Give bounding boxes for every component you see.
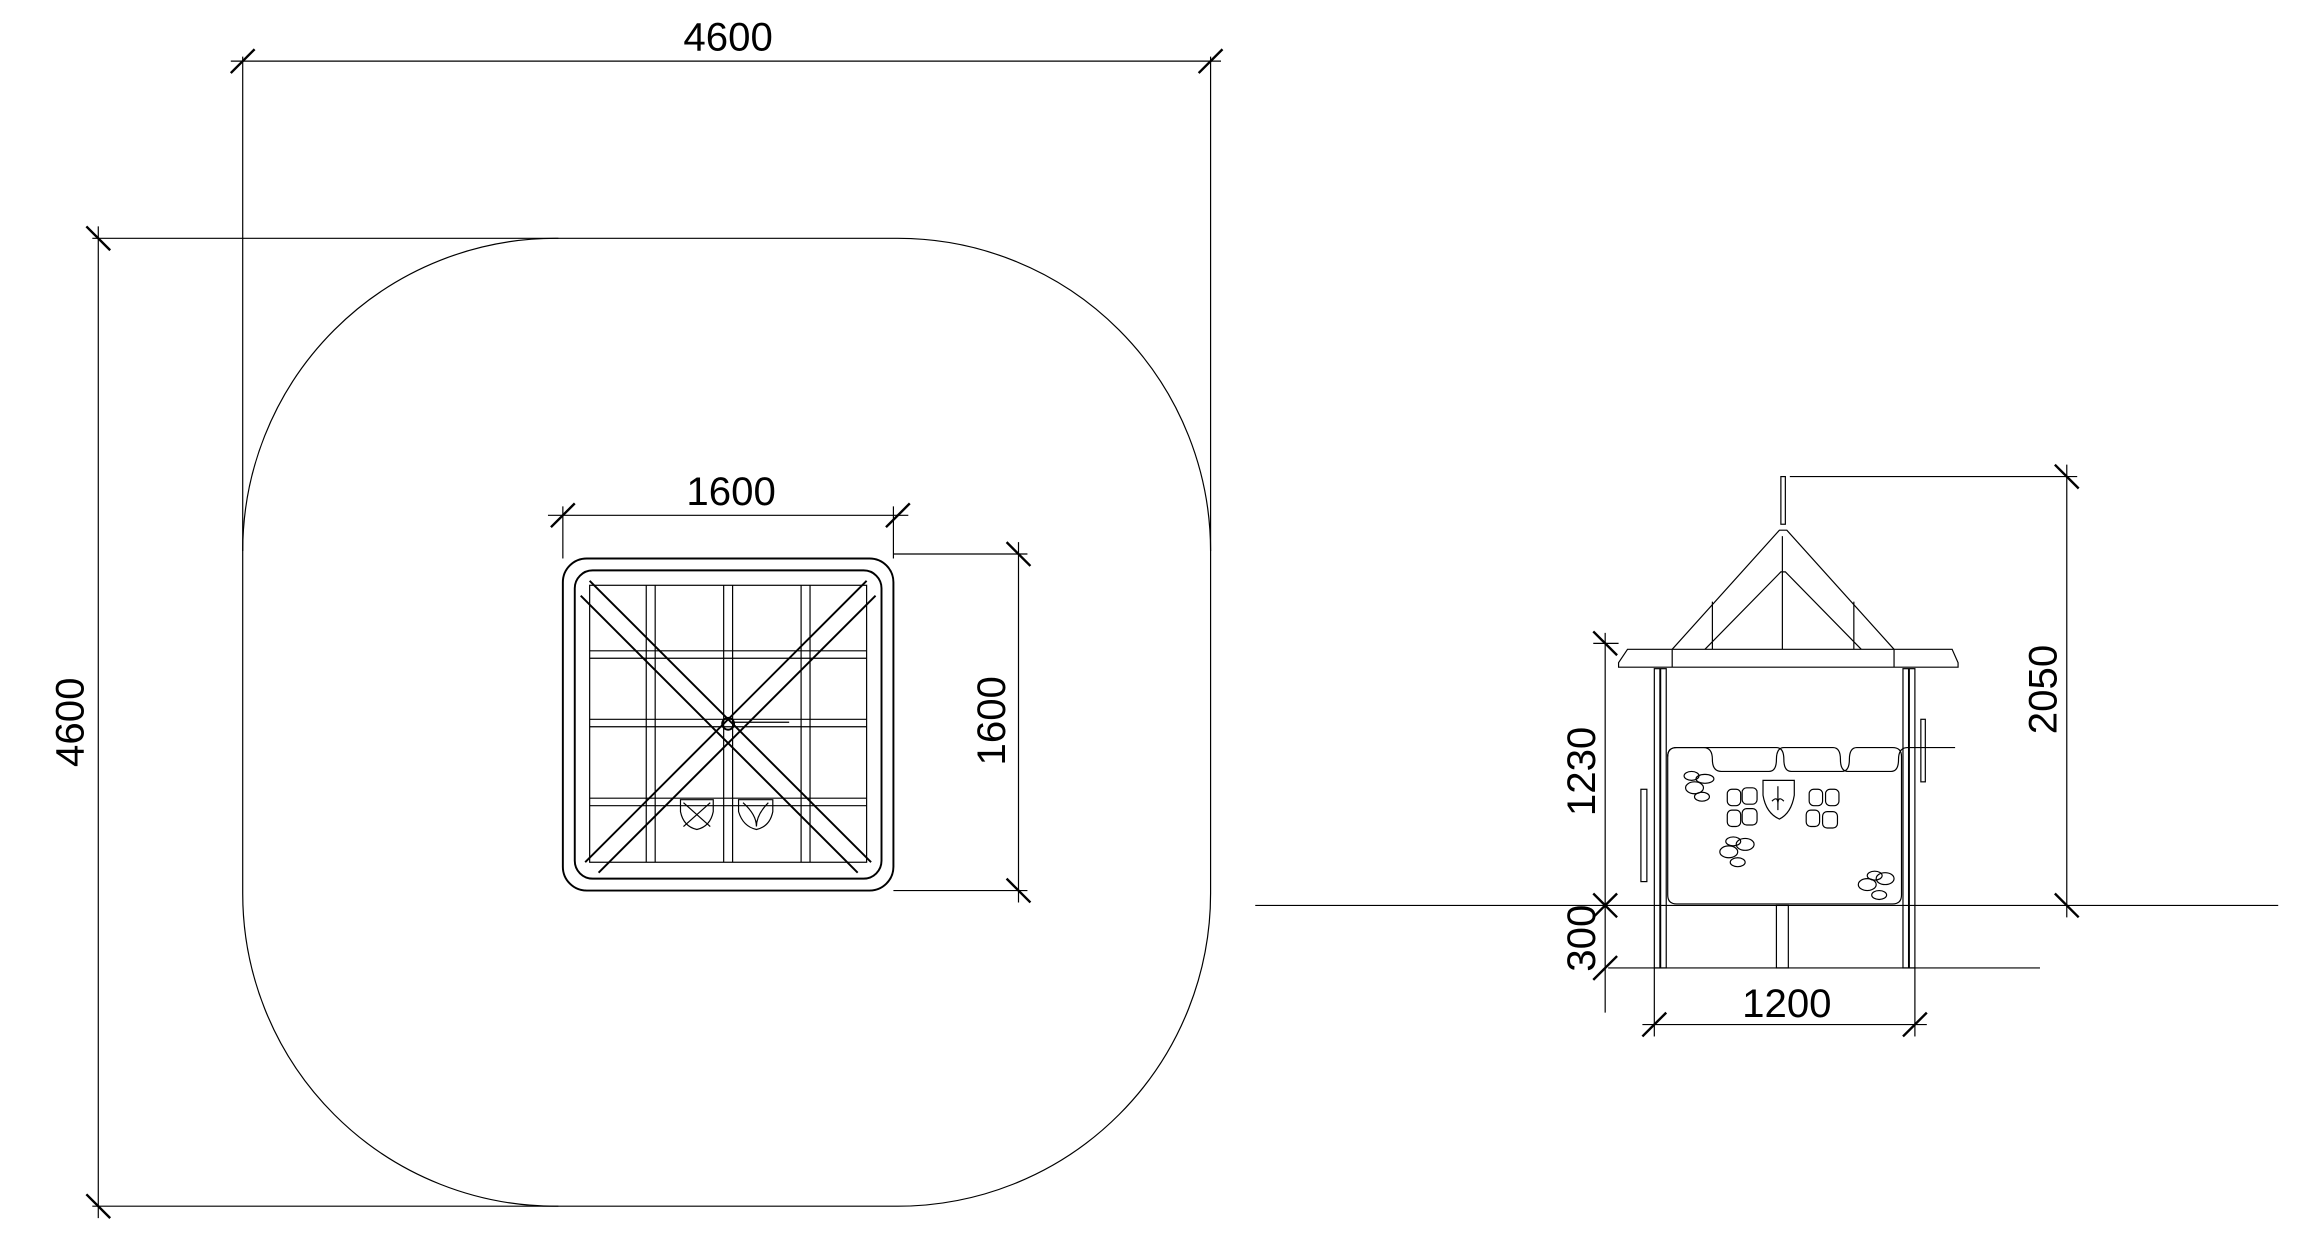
playhouse-top-view [561,557,895,892]
dimension-label: 4600 [683,15,772,60]
fleur-de-lis-shield-icon [1762,779,1795,820]
dimension-total-height: 2050 [2020,463,2080,919]
safety-zone-outline [242,237,1212,1207]
dimension-label: 4600 [47,678,92,767]
dimension-unit-width: 1600 [547,469,911,529]
shield-emblem-icon [737,799,774,831]
posts [1640,668,1926,969]
dimension-unit-depth: 1600 [969,541,1032,904]
dimension-label: 1600 [969,676,1014,765]
roof [1617,475,1959,668]
dimension-label: 2050 [2020,645,2065,734]
dimension-label: 1230 [1559,727,1604,816]
dimension-label: 300 [1559,905,1604,972]
castle-panel [1667,746,1956,905]
dimension-overall-depth: 4600 [47,225,112,1219]
plan-view: 4600 4600 [47,15,1224,1219]
side-view: 2050 1230 300 1200 [1255,463,2279,1038]
dimension-ground-clearance: 300 [1559,905,1604,972]
dimension-label: 1600 [686,469,775,514]
dimension-label: 1200 [1742,981,1831,1026]
shield-emblem-icon [679,799,714,831]
dimension-overall-width: 4600 [229,15,1224,74]
dimension-width: 1200 [1641,967,1928,1038]
dimension-panel-height: 1230 [1559,630,1619,1013]
